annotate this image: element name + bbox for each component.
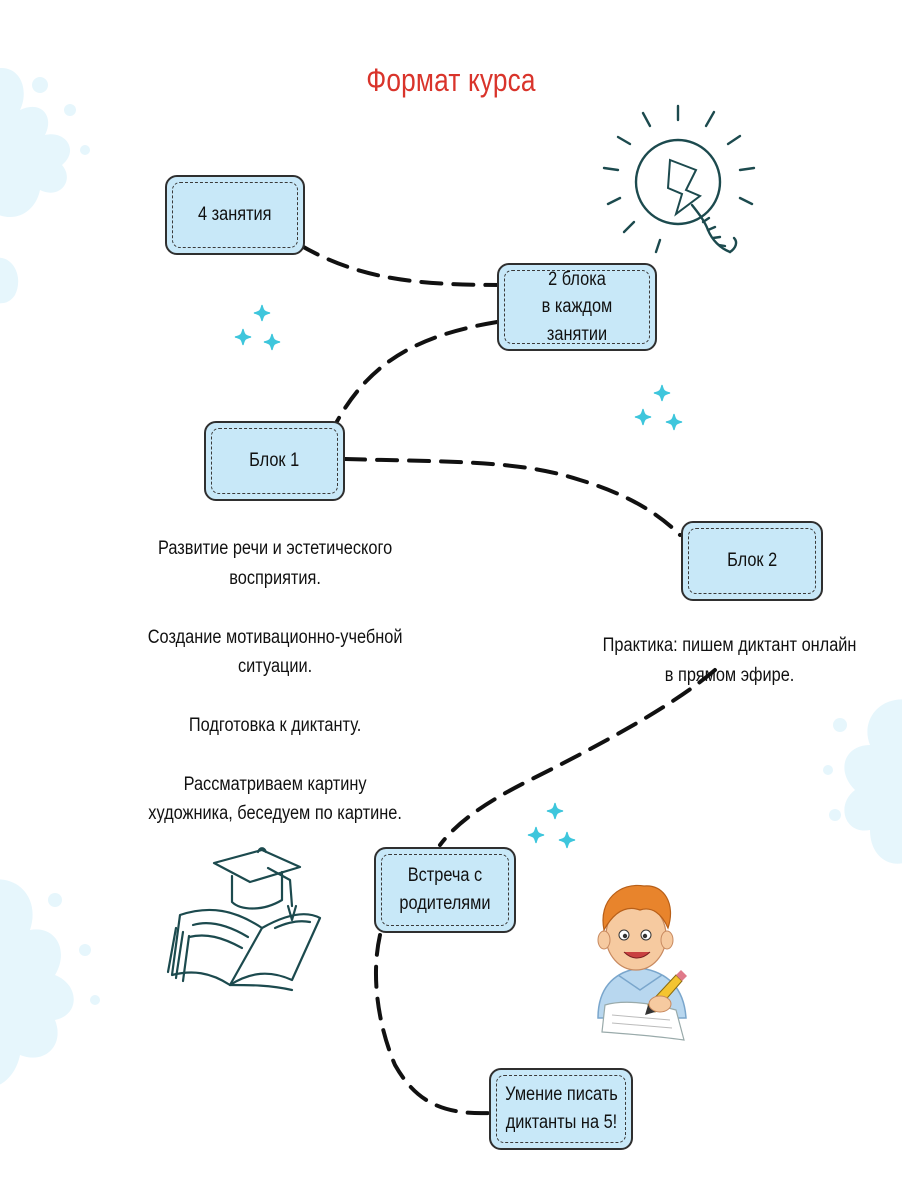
- paint-splash: [823, 699, 902, 864]
- parents-meeting-label: Встреча с родителями: [399, 865, 491, 914]
- blocks-per-lesson-label: 2 блока в каждом занятии: [541, 268, 613, 345]
- block2-box: Блок 2: [681, 521, 823, 601]
- block2-label: Блок 2: [726, 550, 778, 572]
- block2-description-text: Практика: пишем диктант онлайн в прямом …: [603, 635, 857, 686]
- paint-splash: [0, 68, 90, 304]
- parents-meeting-box: Встреча с родителями: [374, 847, 516, 933]
- block2-description: Практика: пишем диктант онлайн в прямом …: [560, 602, 900, 690]
- block1-description-text: Развитие речи и эстетического восприятия…: [147, 538, 403, 825]
- block1-description: Развитие речи и эстетического восприятия…: [110, 505, 440, 829]
- lessons-count-label: 4 занятия: [198, 204, 272, 226]
- block1-box: Блок 1: [204, 421, 345, 501]
- lessons-count-box: 4 занятия: [165, 175, 305, 255]
- result-box: Умение писать диктанты на 5!: [489, 1068, 633, 1150]
- page-title: Формат курса: [366, 62, 536, 98]
- blocks-per-lesson-box: 2 блока в каждом занятии: [497, 263, 657, 351]
- paint-splash: [0, 879, 100, 1085]
- block1-label: Блок 1: [249, 450, 300, 472]
- result-label: Умение писать диктанты на 5!: [504, 1084, 618, 1133]
